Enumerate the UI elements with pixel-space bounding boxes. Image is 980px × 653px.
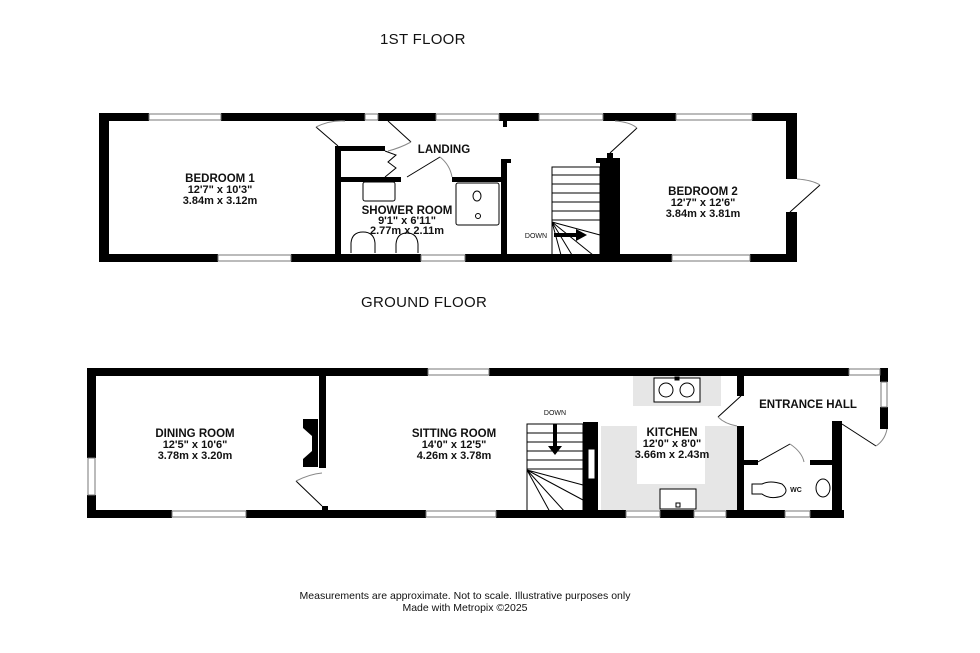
floor-title-ground: GROUND FLOOR: [361, 294, 488, 311]
room-metric-shower-room: 2.77m x 2.11m: [370, 225, 444, 237]
room-imperial-bedroom-2: 12'7" x 12'6": [671, 197, 736, 209]
room-name-dining-room: DINING ROOM: [155, 428, 234, 440]
first-floor-windows: [148, 113, 753, 262]
room-metric-bedroom-2: 3.84m x 3.81m: [666, 208, 741, 220]
room-metric-kitchen: 3.66m x 2.43m: [635, 449, 710, 461]
stairs-down-label: DOWN: [544, 410, 566, 417]
floor-title-1st: 1ST FLOOR: [380, 31, 466, 48]
room-imperial-kitchen: 12'0" x 8'0": [643, 438, 701, 450]
room-name-bedroom-2: BEDROOM 2: [668, 186, 738, 198]
room-imperial-sitting-room: 14'0" x 12'5": [422, 439, 487, 451]
room-imperial-dining-room: 12'5" x 10'6": [163, 439, 228, 451]
room-name-landing: LANDING: [418, 144, 470, 156]
hob-icon: [653, 377, 701, 403]
basin-icon: [362, 181, 396, 202]
sink-icon: [395, 232, 419, 253]
room-imperial-shower-room: 9'1" x 6'11": [378, 215, 436, 227]
first-floor-stairs: [551, 166, 601, 256]
toilet-icon: [350, 231, 376, 253]
stairs-down-label: DOWN: [525, 233, 547, 240]
wc-basin-icon: [815, 478, 831, 498]
kitchen-sink-icon: [659, 488, 697, 510]
stairs-down-arrow-icon: [554, 229, 587, 241]
ground-floor-plan: DOWN DINING ROOM 12'5" x 10'6" 3.78m x 3…: [87, 368, 888, 518]
room-metric-dining-room: 3.78m x 3.20m: [158, 450, 233, 462]
room-metric-bedroom-1: 3.84m x 3.12m: [183, 195, 258, 207]
first-floor-walls: [99, 113, 797, 262]
wc-toilet-icon: [751, 481, 787, 499]
room-imperial-bedroom-1: 12'7" x 10'3": [188, 184, 253, 196]
room-name-sitting-room: SITTING ROOM: [412, 428, 496, 440]
shower-tray-icon: [455, 182, 500, 226]
room-name-bedroom-1: BEDROOM 1: [185, 173, 255, 185]
ground-floor-windows: [87, 368, 888, 518]
shower-room-fixtures: [350, 181, 500, 253]
credit-text: Made with Metropix ©2025: [402, 602, 528, 614]
wc-fixtures: [751, 478, 831, 499]
ground-floor-doors: [295, 395, 888, 507]
disclaimer-text: Measurements are approximate. Not to sca…: [299, 590, 631, 602]
room-name-kitchen: KITCHEN: [646, 427, 697, 439]
ground-floor-walls: [87, 368, 888, 518]
stairs-down-arrow-icon: [548, 424, 562, 455]
first-floor-doors: [315, 120, 821, 213]
kitchen-fixtures: [653, 376, 701, 510]
first-floor-plan: DOWN BEDROOM 1 12'7" x 10'3" 3.84m x 3.1…: [99, 113, 821, 262]
room-name-wc: WC: [790, 487, 802, 494]
room-name-entrance-hall: ENTRANCE HALL: [759, 399, 857, 411]
room-metric-sitting-room: 4.26m x 3.78m: [417, 450, 492, 462]
room-name-shower-room: SHOWER ROOM: [362, 205, 453, 217]
